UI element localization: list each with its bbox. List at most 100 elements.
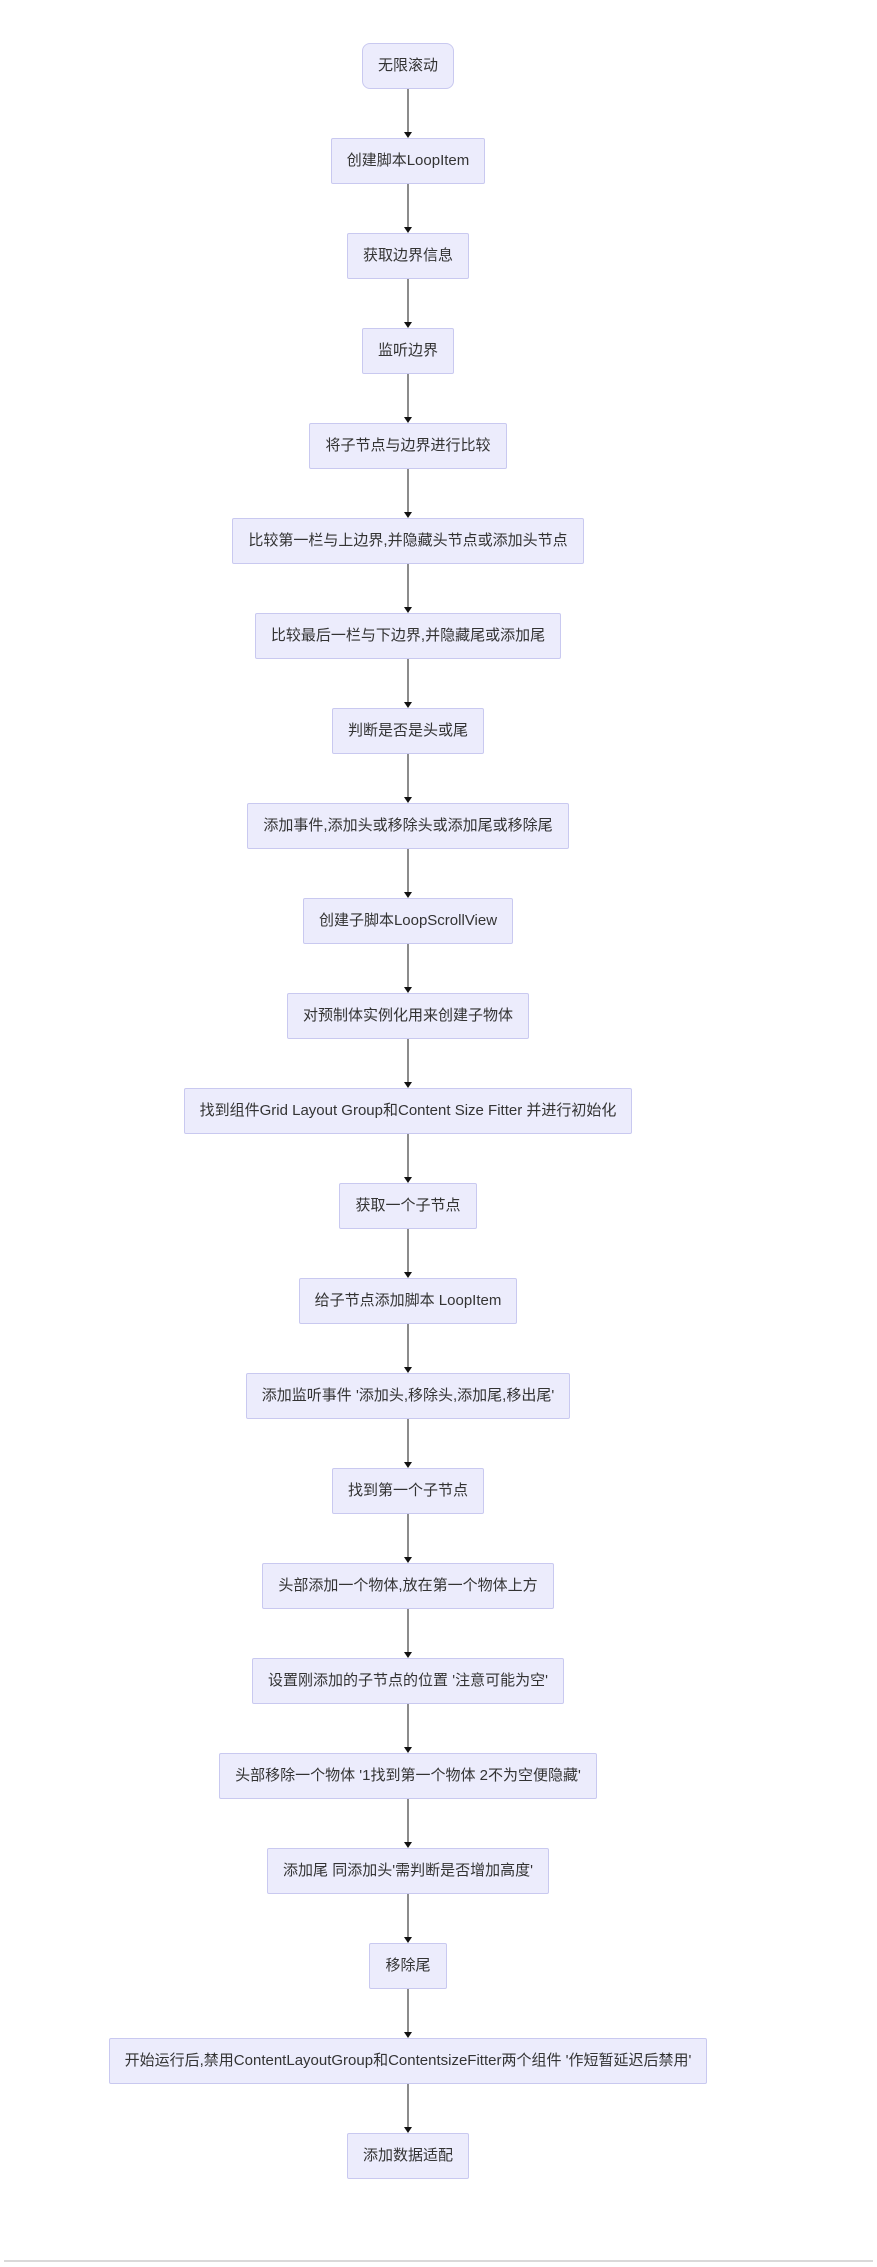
flow-arrow	[404, 1039, 412, 1088]
flow-node-4: 监听边界	[361, 328, 454, 374]
arrow-line	[407, 1324, 409, 1368]
arrow-head-icon	[404, 1842, 412, 1848]
flow-node-13: 获取一个子节点	[339, 1183, 477, 1229]
flow-arrow	[404, 89, 412, 138]
arrow-line	[407, 1894, 409, 1938]
flow-node-label: 监听边界	[377, 342, 438, 359]
flow-node-label: 判断是否是头或尾	[347, 722, 468, 739]
arrow-line	[407, 564, 409, 608]
flow-arrow	[404, 469, 412, 518]
flow-node-label: 比较第一栏与上边界,并隐藏头节点或添加头节点	[248, 532, 568, 549]
flow-node-14: 给子节点添加脚本 LoopItem	[298, 1278, 518, 1324]
arrow-head-icon	[404, 1177, 412, 1183]
flow-arrow	[404, 1134, 412, 1183]
arrow-head-icon	[404, 702, 412, 708]
arrow-line	[407, 89, 409, 133]
flow-arrow	[404, 564, 412, 613]
flow-node-label: 给子节点添加脚本 LoopItem	[314, 1292, 502, 1309]
flow-arrow	[404, 754, 412, 803]
flow-node-3: 获取边界信息	[346, 233, 469, 279]
arrow-line	[407, 1229, 409, 1273]
arrow-head-icon	[404, 2032, 412, 2038]
flow-node-label: 头部移除一个物体 '1找到第一个物体 2不为空便隐藏'	[235, 1767, 581, 1784]
arrow-line	[407, 1419, 409, 1463]
arrow-head-icon	[404, 607, 412, 613]
arrow-head-icon	[404, 797, 412, 803]
arrow-line	[407, 754, 409, 798]
arrow-line	[407, 944, 409, 988]
flow-node-label: 无限滚动	[377, 57, 438, 74]
flow-node-7: 比较最后一栏与下边界,并隐藏尾或添加尾	[254, 613, 562, 659]
flow-arrow	[404, 659, 412, 708]
arrow-head-icon	[404, 227, 412, 233]
arrow-line	[407, 1989, 409, 2033]
flow-node-19: 头部移除一个物体 '1找到第一个物体 2不为空便隐藏'	[219, 1753, 597, 1799]
flow-node-label: 添加事件,添加头或移除头或添加尾或移除尾	[263, 817, 553, 834]
flow-arrow	[404, 1419, 412, 1468]
flow-node-label: 添加监听事件 '添加头,移除头,添加尾,移出尾'	[261, 1387, 555, 1404]
flow-node-15: 添加监听事件 '添加头,移除头,添加尾,移出尾'	[245, 1373, 571, 1419]
arrow-line	[407, 1514, 409, 1558]
flow-node-label: 创建脚本LoopItem	[346, 152, 470, 169]
flowchart-column: 无限滚动 创建脚本LoopItem 获取边界信息 监听边界 将子节点与边界进行比…	[0, 43, 816, 2179]
flow-arrow	[404, 2084, 412, 2133]
flow-node-label: 添加尾 同添加头'需判断是否增加高度'	[283, 1862, 533, 1879]
arrow-head-icon	[404, 1747, 412, 1753]
arrow-head-icon	[404, 892, 412, 898]
arrow-line	[407, 469, 409, 513]
flow-node-21: 移除尾	[369, 1943, 447, 1989]
arrow-head-icon	[404, 1082, 412, 1088]
arrow-line	[407, 1134, 409, 1178]
flow-arrow	[404, 374, 412, 423]
arrow-head-icon	[404, 512, 412, 518]
flow-arrow	[404, 944, 412, 993]
arrow-head-icon	[404, 1652, 412, 1658]
arrow-head-icon	[404, 2127, 412, 2133]
flow-node-label: 找到组件Grid Layout Group和Content Size Fitte…	[199, 1102, 617, 1119]
flow-node-label: 对预制体实例化用来创建子物体	[302, 1007, 513, 1024]
flow-node-12: 找到组件Grid Layout Group和Content Size Fitte…	[183, 1088, 633, 1134]
flow-node-2: 创建脚本LoopItem	[330, 138, 486, 184]
flow-arrow	[404, 1989, 412, 2038]
arrow-head-icon	[404, 132, 412, 138]
flow-node-8: 判断是否是头或尾	[331, 708, 484, 754]
arrow-head-icon	[404, 1937, 412, 1943]
flow-arrow	[404, 1609, 412, 1658]
flow-arrow	[404, 1799, 412, 1848]
arrow-head-icon	[404, 1462, 412, 1468]
arrow-line	[407, 1609, 409, 1653]
arrow-line	[407, 279, 409, 323]
flow-node-label: 获取边界信息	[362, 247, 453, 264]
arrow-line	[407, 2084, 409, 2128]
arrow-head-icon	[404, 1367, 412, 1373]
flow-node-10: 创建子脚本LoopScrollView	[302, 898, 514, 944]
flow-node-label: 创建子脚本LoopScrollView	[318, 912, 498, 929]
arrow-head-icon	[404, 1272, 412, 1278]
flow-node-20: 添加尾 同添加头'需判断是否增加高度'	[267, 1848, 549, 1894]
flow-node-5: 将子节点与边界进行比较	[309, 423, 507, 469]
arrow-line	[407, 1704, 409, 1748]
flow-node-label: 将子节点与边界进行比较	[325, 437, 491, 454]
flow-node-16: 找到第一个子节点	[331, 1468, 484, 1514]
flow-arrow	[404, 1514, 412, 1563]
bottom-divider	[4, 2260, 873, 2262]
flow-arrow	[404, 849, 412, 898]
flow-node-9: 添加事件,添加头或移除头或添加尾或移除尾	[247, 803, 569, 849]
flow-arrow	[404, 279, 412, 328]
arrow-head-icon	[404, 417, 412, 423]
arrow-line	[407, 374, 409, 418]
flow-node-label: 获取一个子节点	[355, 1197, 461, 1214]
arrow-line	[407, 659, 409, 703]
flow-node-label: 设置刚添加的子节点的位置 '注意可能为空'	[268, 1672, 548, 1689]
flow-node-label: 比较最后一栏与下边界,并隐藏尾或添加尾	[270, 627, 546, 644]
flow-arrow	[404, 1894, 412, 1943]
flow-arrow	[404, 1704, 412, 1753]
arrow-head-icon	[404, 322, 412, 328]
arrow-head-icon	[404, 1557, 412, 1563]
arrow-line	[407, 1799, 409, 1843]
flow-node-18: 设置刚添加的子节点的位置 '注意可能为空'	[252, 1658, 564, 1704]
flow-node-11: 对预制体实例化用来创建子物体	[286, 993, 529, 1039]
flow-node-label: 开始运行后,禁用ContentLayoutGroup和ContentsizeFi…	[124, 2052, 692, 2069]
flow-node-label: 添加数据适配	[362, 2147, 453, 2164]
